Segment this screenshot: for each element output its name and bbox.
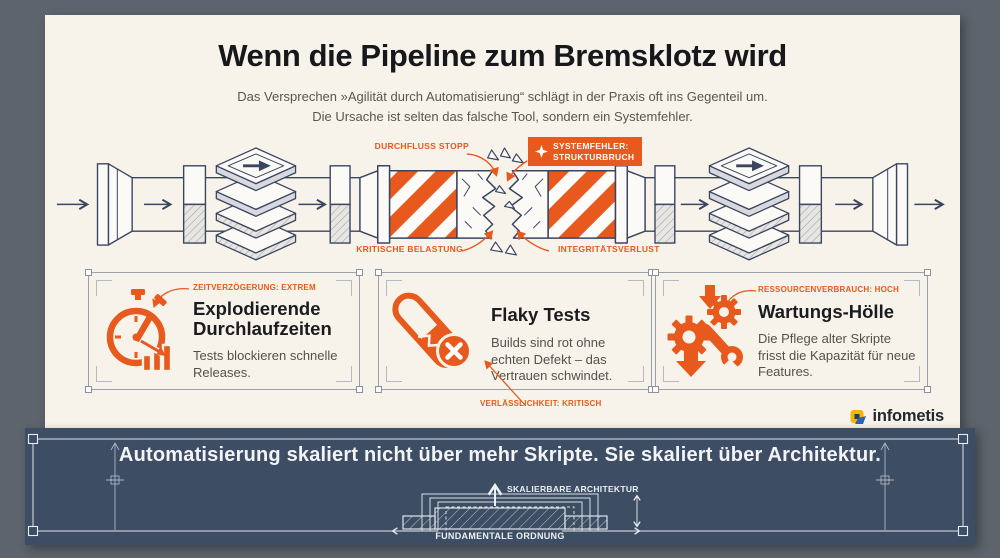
card-wartungs-hoelle: RESSOURCENVERBRAUCH: HOCH Wartungs-Hölle… xyxy=(652,269,931,393)
card-tag: RESSOURCENVERBRAUCH: HOCH xyxy=(758,285,900,294)
tag-arrow xyxy=(723,289,757,308)
hazard-barrel-left xyxy=(359,165,497,244)
brand-logo-text: infometis xyxy=(872,407,944,425)
corner-handle xyxy=(924,386,931,393)
blueprint-corner-handles xyxy=(27,433,969,537)
label-scalable-architecture: SKALIERBARE ARCHITEKTUR xyxy=(507,484,639,494)
debris-shards xyxy=(487,147,524,256)
layer-stack-left xyxy=(215,147,297,261)
sparkle-icon xyxy=(535,145,548,159)
corner-bracket xyxy=(386,280,402,296)
card-body: Die Pflege alter Skripte frisst die Kapa… xyxy=(758,331,916,380)
layer-stack-right xyxy=(708,147,790,261)
label-critical-load: KRITISCHE BELASTUNG xyxy=(356,244,463,254)
pipe-collars xyxy=(182,165,823,244)
broken-test-tube-icon xyxy=(392,292,472,369)
brand-logo: infometis xyxy=(850,407,944,426)
corner-bracket xyxy=(96,366,112,382)
pipe-flange-right xyxy=(872,163,909,246)
blueprint-drawing: SKALIERBARE ARCHITEKTUR FUNDAMENTALE ORD… xyxy=(27,433,969,543)
stopwatch-chart-icon xyxy=(106,289,173,373)
corner-handle xyxy=(85,269,92,276)
card-title: Explodierende Durchlaufzeiten xyxy=(193,298,332,340)
card-body: Tests blockieren schnelle Releases. xyxy=(193,348,338,380)
corner-handle xyxy=(652,386,659,393)
annotation-arrows xyxy=(461,153,550,252)
corner-bracket xyxy=(904,366,920,382)
label-integrity-loss: INTEGRITÄTSVERLUST xyxy=(558,244,660,254)
hazard-barrel-right xyxy=(508,165,646,244)
infographic-panel: Wenn die Pipeline zum Bremsklotz wird Da… xyxy=(45,15,960,428)
corner-bracket xyxy=(663,366,679,382)
corner-bracket xyxy=(628,366,644,382)
card-body: Builds sind rot ohne echten Defekt – das… xyxy=(491,335,613,384)
tag-arrow xyxy=(152,288,190,308)
infometis-logo-icon xyxy=(850,410,867,424)
card-title: Wartungs-Hölle xyxy=(758,301,895,322)
corner-handle xyxy=(356,269,363,276)
footer-blueprint-panel: SKALIERBARE ARCHITEKTUR FUNDAMENTALE ORD… xyxy=(25,428,975,545)
card-tag: ZEITVERZÖGERUNG: EXTREM xyxy=(193,283,316,292)
corner-handle xyxy=(85,386,92,393)
card-tag: VERLÄSSLICHKEIT: KRITISCH xyxy=(480,399,602,408)
corner-bracket xyxy=(386,366,402,382)
dimension-guides xyxy=(106,442,894,530)
subtitle-line-2: Die Ursache ist selten das falsche Tool,… xyxy=(312,108,693,124)
corner-bracket xyxy=(336,280,352,296)
corner-handle xyxy=(924,269,931,276)
badge-line-1: SYSTEMFEHLER: xyxy=(553,141,629,151)
corner-bracket xyxy=(904,280,920,296)
corner-handle xyxy=(375,386,382,393)
label-fundamental-order: FUNDAMENTALE ORDNUNG xyxy=(435,531,564,541)
pipe-flange-left xyxy=(96,163,133,246)
corner-handle xyxy=(652,269,659,276)
tag-arrow xyxy=(484,360,526,406)
page-title: Wenn die Pipeline zum Bremsklotz wird xyxy=(218,38,787,73)
subtitle-line-1: Das Versprechen »Agilität durch Automati… xyxy=(237,89,768,104)
card-durchlaufzeiten: ZEITVERZÖGERUNG: EXTREM Explodierende Du… xyxy=(85,269,363,393)
corner-handle xyxy=(356,386,363,393)
label-flow-stop: DURCHFLUSS STOPP xyxy=(374,141,469,151)
footer-headline: Automatisierung skaliert nicht über mehr… xyxy=(118,444,882,466)
corner-bracket xyxy=(663,280,679,296)
corner-bracket xyxy=(96,280,112,296)
corner-handle xyxy=(375,269,382,276)
system-error-badge: SYSTEMFEHLER: STRUKTURBRUCH xyxy=(528,137,643,167)
card-title: Flaky Tests xyxy=(491,304,591,325)
broken-pipeline-illustration xyxy=(56,147,945,261)
corner-bracket xyxy=(628,280,644,296)
badge-line-2: STRUKTURBRUCH xyxy=(553,151,635,162)
corner-bracket xyxy=(336,366,352,382)
foundation-blocks xyxy=(402,507,608,530)
page-subtitle: Das Versprechen »Agilität durch Automati… xyxy=(45,87,960,126)
